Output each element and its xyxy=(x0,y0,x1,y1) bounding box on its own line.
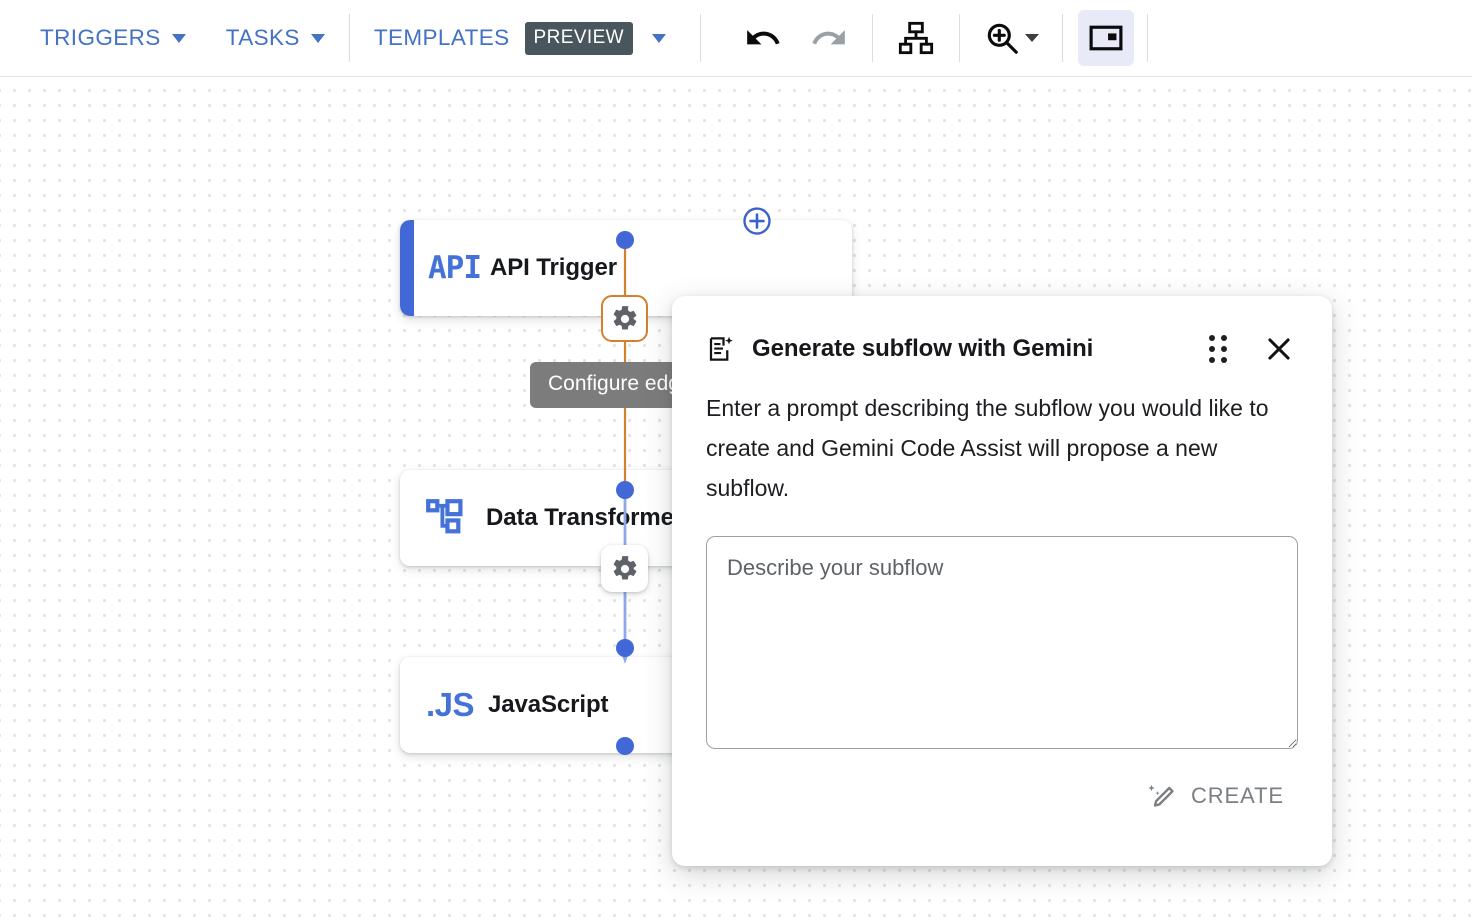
preview-badge: PREVIEW xyxy=(524,21,633,55)
toolbar-divider xyxy=(958,14,960,62)
tasks-menu-button[interactable]: TASKS xyxy=(212,17,339,59)
node-title: JavaScript xyxy=(488,691,609,718)
chevron-down-icon xyxy=(310,33,325,43)
node-title: Data Transformer xyxy=(486,504,684,531)
create-button-label: CREATE xyxy=(1190,783,1284,808)
magic-wand-icon xyxy=(1148,784,1174,807)
drag-dot xyxy=(1221,357,1227,363)
templates-menu-label: TEMPLATES xyxy=(373,25,510,50)
triggers-menu-button[interactable]: TRIGGERS xyxy=(26,17,200,59)
top-toolbar: TRIGGERS TASKS TEMPLATES PREVIEW xyxy=(0,0,1472,77)
picture-in-picture-icon xyxy=(1089,25,1123,51)
chevron-down-icon xyxy=(1024,34,1039,42)
auto-layout-button[interactable] xyxy=(888,10,944,66)
node-title: API Trigger xyxy=(490,254,617,281)
drag-dot xyxy=(1221,346,1227,352)
api-icon: API xyxy=(428,250,490,286)
chevron-down-icon xyxy=(651,33,666,43)
document-sparkle-icon xyxy=(709,336,733,361)
dialog-description: Enter a prompt describing the subflow yo… xyxy=(706,395,1269,501)
redo-button[interactable] xyxy=(801,10,857,66)
drag-handle-icon[interactable] xyxy=(1205,331,1232,367)
js-icon-label: .JS xyxy=(426,686,475,723)
toolbar-divider xyxy=(871,14,873,62)
gear-icon xyxy=(613,305,636,329)
dialog-header: Generate subflow with Gemini xyxy=(706,296,1298,368)
configure-edge-button-2[interactable] xyxy=(601,545,648,592)
tasks-menu-label: TASKS xyxy=(225,25,300,50)
configure-edge-button-1[interactable] xyxy=(601,295,648,342)
toolbar-right-group xyxy=(727,0,1156,76)
drag-dot xyxy=(1209,335,1215,341)
undo-button[interactable] xyxy=(735,10,791,66)
js-icon: .JS xyxy=(426,686,488,724)
close-icon xyxy=(1268,338,1290,360)
gear-icon xyxy=(613,555,636,579)
drag-dot xyxy=(1221,335,1227,341)
api-icon-label: API xyxy=(428,250,482,286)
toolbar-divider xyxy=(1146,14,1148,62)
zoom-in-icon xyxy=(987,23,1018,54)
drag-dot xyxy=(1209,346,1215,352)
templates-menu-button[interactable]: TEMPLATES PREVIEW xyxy=(360,14,680,63)
add-node-icon xyxy=(743,207,771,235)
transform-glyph xyxy=(426,499,463,534)
dialog-title: Generate subflow with Gemini xyxy=(752,335,1094,362)
triggers-menu-label: TRIGGERS xyxy=(40,25,161,50)
toolbar-divider xyxy=(699,14,701,62)
account-tree-icon xyxy=(898,21,934,55)
node-input-dot[interactable] xyxy=(616,639,634,657)
minimap-toggle[interactable] xyxy=(1077,10,1134,66)
add-node-button[interactable] xyxy=(742,206,772,236)
close-button[interactable] xyxy=(1260,330,1298,368)
node-output-dot[interactable] xyxy=(616,737,634,755)
node-output-dot[interactable] xyxy=(616,231,634,249)
data-transformer-icon xyxy=(424,497,486,539)
node-accent-bar xyxy=(400,220,414,316)
generate-subflow-dialog: Generate subflow with Gemini Enter a pro… xyxy=(672,296,1332,866)
zoom-button[interactable] xyxy=(975,10,1047,66)
toolbar-divider xyxy=(348,14,350,62)
drag-dot xyxy=(1209,357,1215,363)
subflow-prompt-textarea[interactable] xyxy=(706,536,1298,749)
toolbar-left-group: TRIGGERS TASKS TEMPLATES PREVIEW xyxy=(0,0,705,76)
chevron-down-icon xyxy=(171,33,186,43)
redo-icon xyxy=(812,30,845,45)
dialog-actions: CREATE xyxy=(706,771,1298,821)
toolbar-divider xyxy=(1061,14,1063,62)
undo-icon xyxy=(747,30,780,45)
create-button[interactable]: CREATE xyxy=(1133,771,1298,821)
node-output-dot[interactable] xyxy=(616,481,634,499)
